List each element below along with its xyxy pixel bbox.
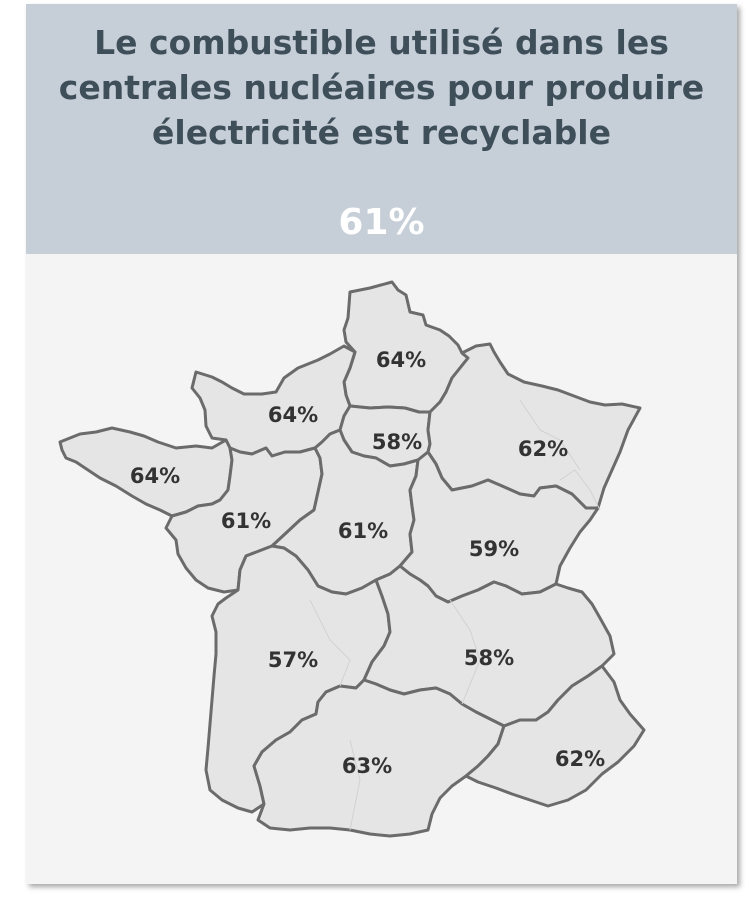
region-label-occitanie: 63%: [342, 754, 392, 778]
region-label-nouvelle-aquitaine: 57%: [268, 648, 318, 672]
department-boundary: [559, 469, 601, 511]
region-grand-est: [426, 342, 642, 510]
region-provence-alpes-cote-dazur: [464, 664, 646, 808]
region-label-pays-de-la-loire: 61%: [221, 509, 271, 533]
region-label-provence-alpes-cote-dazur: 62%: [555, 747, 605, 771]
region-label-bretagne: 64%: [130, 464, 180, 488]
header-band: Le combustible utilisé dans les centrale…: [26, 4, 737, 254]
region-label-normandie: 64%: [268, 403, 318, 427]
region-label-grand-est: 62%: [518, 437, 568, 461]
department-boundary: [519, 399, 581, 471]
region-label-ile-de-france: 58%: [372, 430, 422, 454]
region-label-bourgogne-franche-comte: 59%: [469, 537, 519, 561]
region-occitanie: [252, 678, 506, 838]
department-boundary: [309, 599, 351, 687]
page-title: Le combustible utilisé dans les centrale…: [58, 23, 705, 152]
headline-value: 61%: [338, 202, 425, 243]
region-label-auvergne-rhone-alpes: 58%: [464, 646, 514, 670]
region-label-centre-val-de-loire: 61%: [338, 519, 388, 543]
region-label-hauts-de-france: 64%: [376, 348, 426, 372]
department-boundary: [449, 599, 481, 705]
department-boundary: [349, 739, 361, 831]
